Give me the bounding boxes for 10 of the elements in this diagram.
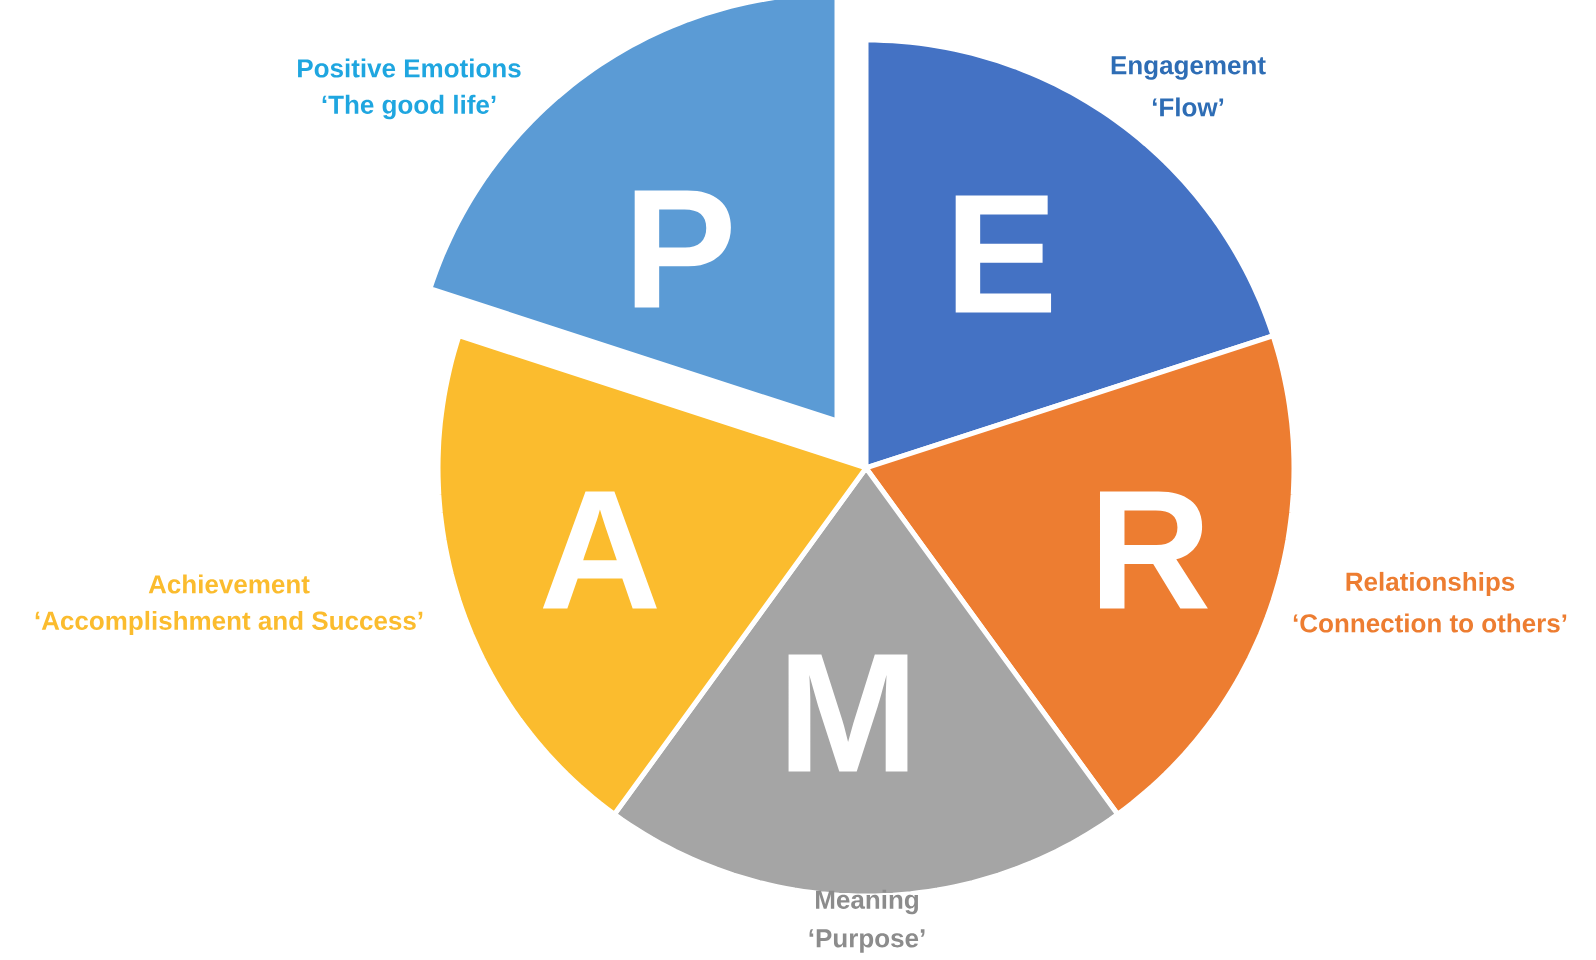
slice-heading: Meaning — [816, 889, 918, 915]
slice-heading: Achievement — [148, 574, 310, 594]
slice-subtitle: ‘The good life’ — [322, 94, 496, 120]
slice-heading: Engagement — [1111, 56, 1266, 80]
slice-heading: Relationships — [1346, 571, 1515, 597]
slice-subtitle: ‘Flow’ — [1152, 97, 1224, 117]
slice-subtitle: ‘Purpose’ — [809, 929, 925, 953]
slice-subtitle: ‘Accomplishment and Success’ — [35, 610, 423, 636]
slice-heading: Positive Emotions — [298, 58, 521, 78]
slice-subtitle: ‘Connection to others’ — [1293, 613, 1567, 633]
